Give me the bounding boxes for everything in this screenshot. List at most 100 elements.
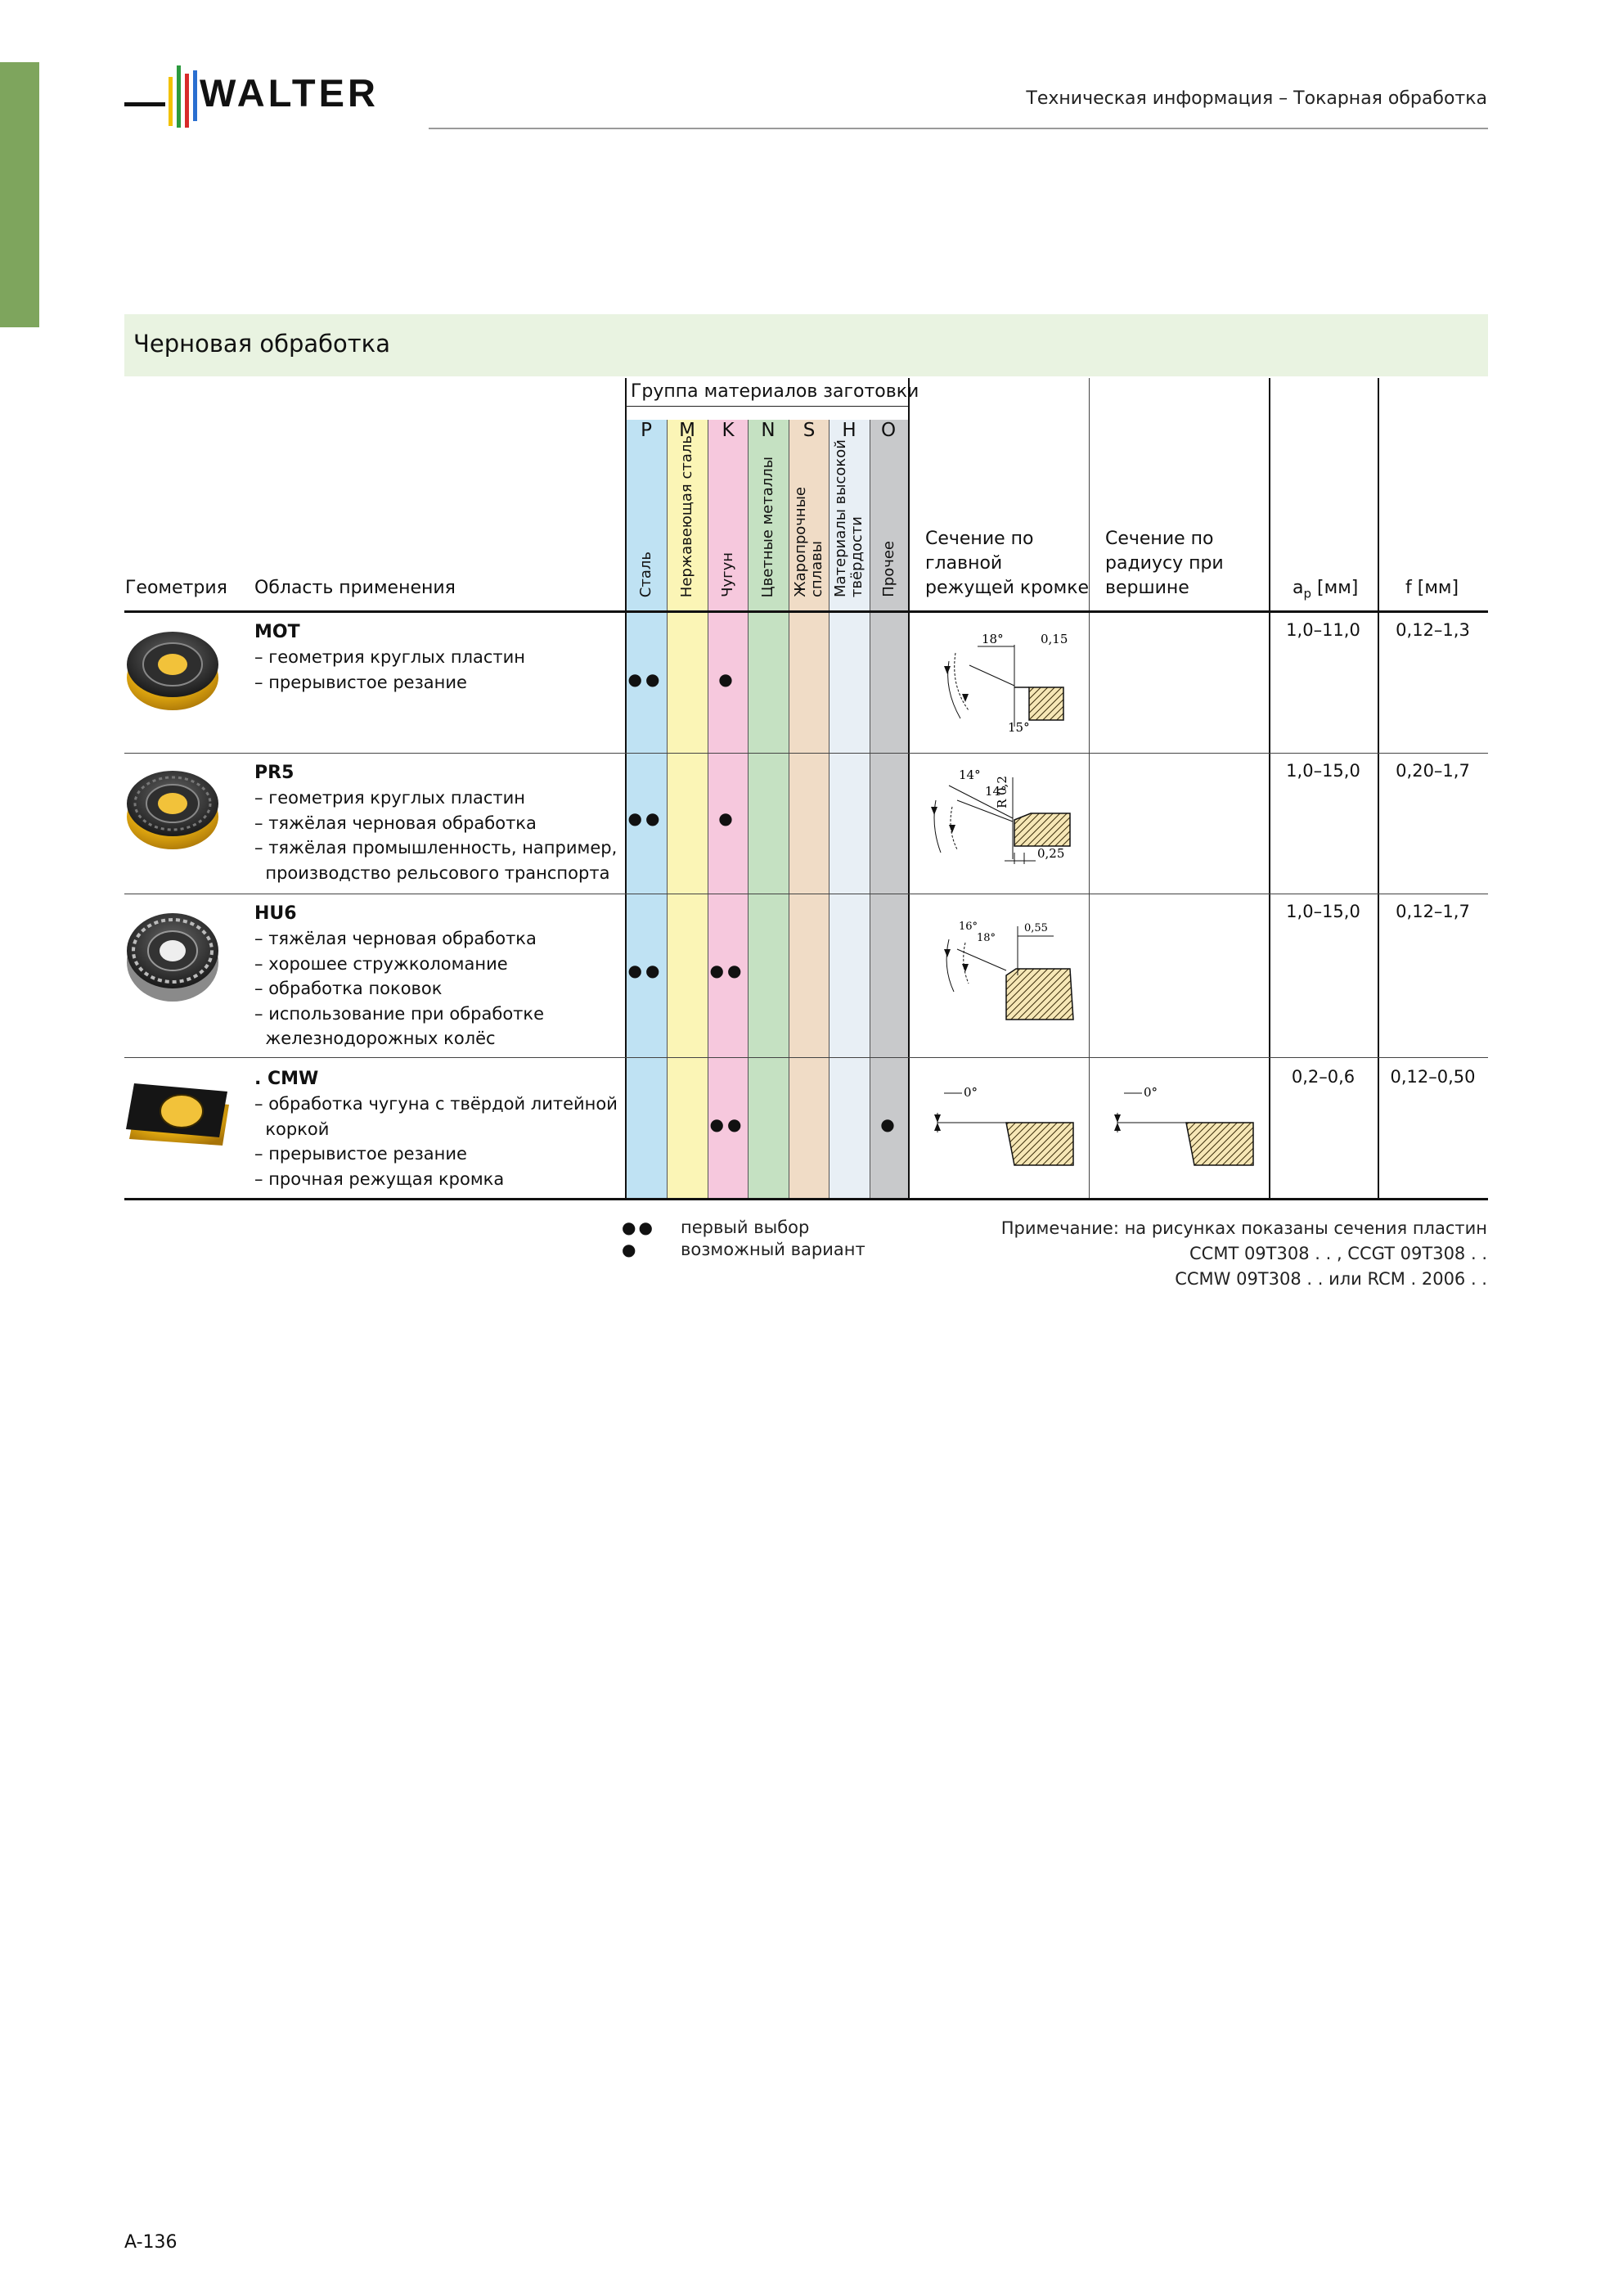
section-band bbox=[124, 314, 1488, 376]
brand-wordmark: WALTER bbox=[200, 71, 379, 115]
legend-text-possible: возможный вариант bbox=[681, 1240, 865, 1259]
legend-mark-first-choice: ●● bbox=[622, 1218, 655, 1237]
material-letter-p: P bbox=[641, 420, 652, 441]
application-item: геометрия круглых пластин bbox=[254, 786, 617, 811]
insert-image-cmw bbox=[126, 1083, 229, 1146]
note-line-2: CCMT 09T308 . . , CCGT 09T308 . . bbox=[1189, 1244, 1487, 1263]
material-column-p bbox=[626, 420, 667, 1199]
application-item: обработка поковок bbox=[254, 976, 544, 1002]
diagram-label: 0,15 bbox=[1041, 632, 1068, 646]
material-name-p: Сталь bbox=[637, 551, 654, 597]
application-list-mot: геометрия круглых пластин прерывистое ре… bbox=[254, 645, 525, 695]
header-title: Техническая информация – Токарная обрабо… bbox=[1026, 88, 1487, 109]
application-list-cmw: обработка чугуна с твёрдой литейной корк… bbox=[254, 1092, 618, 1191]
f-cmw: 0,12–0,50 bbox=[1390, 1067, 1476, 1087]
application-list-pr5: геометрия круглых пластин тяжёлая чернов… bbox=[254, 786, 617, 885]
section-title: Черновая обработка bbox=[133, 330, 390, 358]
f-pr5: 0,20–1,7 bbox=[1396, 761, 1470, 781]
material-column-o bbox=[870, 420, 908, 1199]
geometry-name-pr5: PR5 bbox=[254, 763, 294, 783]
f-mot: 0,12–1,3 bbox=[1396, 620, 1470, 640]
diagram-label: 14° bbox=[985, 784, 1007, 799]
material-column-k bbox=[708, 420, 748, 1199]
insert-image-mot bbox=[127, 632, 218, 710]
material-name-o: Прочее bbox=[880, 541, 897, 597]
col-header-application: Область применения bbox=[254, 578, 456, 598]
col-header-main-edge-1: Сечение по bbox=[925, 529, 1034, 549]
material-letter-h: H bbox=[842, 420, 856, 441]
mark-hu6-k: ●● bbox=[709, 961, 745, 980]
note-line-1: Примечание: на рисунках показаны сечения… bbox=[1000, 1218, 1487, 1238]
application-item: прочная режущая кромка bbox=[254, 1167, 618, 1192]
col-header-f: f [мм] bbox=[1405, 578, 1459, 598]
legend-text-first-choice: первый выбор bbox=[681, 1218, 810, 1237]
diagram-label: 15° bbox=[1008, 720, 1030, 735]
ap-pr5: 1,0–15,0 bbox=[1286, 761, 1360, 781]
material-letter-n: N bbox=[761, 420, 776, 441]
chapter-side-tab bbox=[0, 62, 39, 327]
mark-cmw-o: ● bbox=[880, 1114, 898, 1134]
insert-image-pr5 bbox=[127, 771, 218, 849]
diagram-label: 0,55 bbox=[1024, 922, 1048, 934]
material-letter-s: S bbox=[803, 420, 816, 441]
application-item: прерывистое резание bbox=[254, 670, 525, 696]
diagram-label: 14° bbox=[959, 768, 981, 782]
geometry-name-cmw: . CMW bbox=[254, 1069, 319, 1089]
col-header-main-edge-3: режущей кромке bbox=[925, 578, 1090, 598]
col-header-main-edge-2: главной bbox=[925, 553, 1003, 574]
material-letter-o: O bbox=[880, 420, 897, 441]
ap-cmw: 0,2–0,6 bbox=[1291, 1067, 1355, 1087]
ap-hu6: 1,0–15,0 bbox=[1286, 902, 1360, 921]
application-item: геометрия круглых пластин bbox=[254, 645, 525, 670]
mark-hu6-p: ●● bbox=[627, 961, 663, 980]
material-letter-m: M bbox=[679, 420, 695, 441]
material-name-h-line1: Материалы высокой bbox=[832, 439, 849, 597]
f-hu6: 0,12–1,7 bbox=[1396, 902, 1470, 921]
application-item: использование при обработке bbox=[254, 1002, 544, 1027]
col-header-corner-2: радиусу при bbox=[1105, 553, 1224, 574]
main-edge-diagram-cmw: 0° bbox=[934, 1085, 1074, 1166]
mark-pr5-k: ● bbox=[718, 808, 736, 828]
application-item: тяжёлая черновая обработка bbox=[254, 926, 544, 952]
diagram-label: 0° bbox=[964, 1085, 978, 1100]
material-name-n: Цветные металлы bbox=[759, 456, 776, 597]
material-name-h-line2: твёрдости bbox=[848, 515, 865, 597]
legend-mark-possible: ● bbox=[622, 1240, 639, 1259]
material-letter-k: K bbox=[722, 420, 735, 441]
diagram-label: 18° bbox=[977, 932, 996, 944]
diagram-label: 18° bbox=[982, 632, 1004, 646]
corner-radius-diagram-cmw: 0° bbox=[1114, 1085, 1254, 1166]
main-edge-diagram-pr5: 14° 14° R 0,2 0,25 bbox=[931, 768, 1071, 864]
material-name-k: Чугун bbox=[719, 552, 736, 597]
diagram-label: 16° bbox=[959, 921, 978, 933]
col-header-geometry: Геометрия bbox=[125, 578, 227, 598]
application-list-hu6: тяжёлая черновая обработка хорошее струж… bbox=[254, 926, 544, 1051]
material-column-m bbox=[667, 420, 708, 1199]
geometry-name-hu6: HU6 bbox=[254, 903, 297, 924]
application-item: обработка чугуна с твёрдой литейной bbox=[254, 1092, 618, 1117]
insert-image-hu6 bbox=[127, 913, 218, 1002]
material-column-h bbox=[829, 420, 870, 1199]
main-edge-diagram-mot: 18° 0,15 15° bbox=[944, 632, 1068, 735]
note-line-3: CCMW 09T308 . . или RCM . 2006 . . bbox=[1175, 1269, 1487, 1289]
application-item: хорошее стружколомание bbox=[254, 952, 544, 977]
mark-pr5-p: ●● bbox=[627, 808, 663, 828]
diagram-label: 0,25 bbox=[1037, 846, 1064, 861]
diagram-label: R 0,2 bbox=[995, 776, 1009, 808]
material-name-s-line1: Жаропрочные bbox=[792, 487, 809, 597]
application-item: производство рельсового транспорта bbox=[265, 862, 610, 883]
material-name-s-line2: сплавы bbox=[808, 540, 825, 597]
walter-logo: WALTER bbox=[124, 62, 402, 131]
col-header-material-group: Группа материалов заготовки bbox=[631, 381, 919, 402]
application-item: тяжёлая промышленность, например, bbox=[254, 835, 617, 861]
diagram-label: 0° bbox=[1144, 1085, 1158, 1100]
application-item: прерывистое резание bbox=[254, 1141, 618, 1167]
page-number: A-136 bbox=[124, 2232, 178, 2253]
ap-mot: 1,0–11,0 bbox=[1286, 620, 1360, 640]
application-item: коркой bbox=[265, 1119, 330, 1139]
col-header-corner-1: Сечение по bbox=[1105, 529, 1214, 549]
col-header-corner-3: вершине bbox=[1105, 578, 1189, 598]
mark-mot-p: ●● bbox=[627, 669, 663, 689]
material-name-m: Нержавеющая сталь bbox=[678, 434, 695, 597]
application-item: тяжёлая черновая обработка bbox=[254, 811, 617, 836]
